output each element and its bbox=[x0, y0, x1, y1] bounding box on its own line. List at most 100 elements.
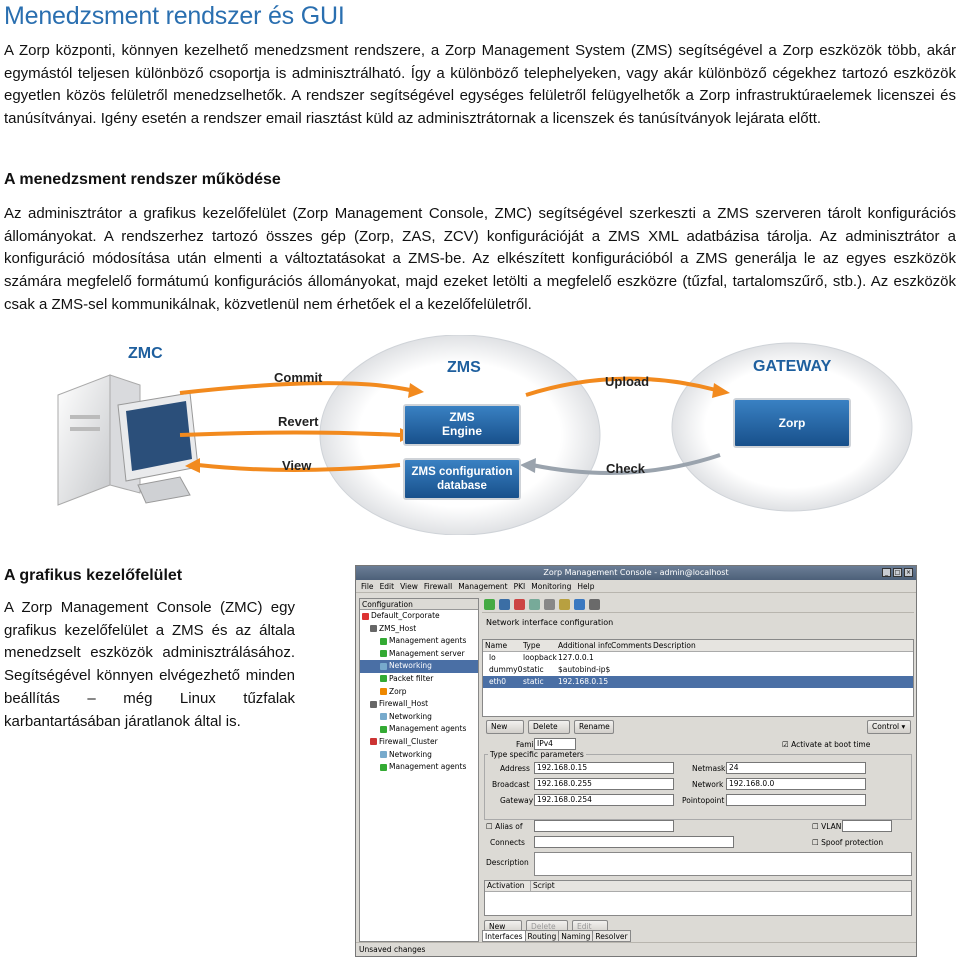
family-label: Family bbox=[516, 740, 541, 749]
interface-table: Name Type Additional info Comments Descr… bbox=[482, 639, 914, 717]
pointopoint-label: Pointopoint bbox=[682, 796, 725, 805]
activate-label[interactable]: ☑ Activate at boot time bbox=[782, 740, 871, 749]
tree-item-management-agents[interactable]: Management agents bbox=[360, 723, 478, 736]
connects-field[interactable] bbox=[534, 836, 734, 848]
menu-pki[interactable]: PKI bbox=[513, 582, 526, 591]
description-label: Description bbox=[486, 858, 529, 867]
menu-file[interactable]: File bbox=[361, 582, 374, 591]
network-icon bbox=[380, 713, 387, 721]
menu-help[interactable]: Help bbox=[577, 582, 595, 591]
col-comments[interactable]: Comments bbox=[611, 641, 652, 650]
zms-engine-line1: ZMS bbox=[449, 410, 474, 424]
tree-item-packet-filter[interactable]: Packet filter bbox=[360, 673, 478, 686]
zorp-label: Zorp bbox=[779, 416, 806, 430]
menu-view[interactable]: View bbox=[400, 582, 418, 591]
activation-table: Activation Script bbox=[484, 880, 912, 916]
window-title: Zorp Management Console - admin@localhos… bbox=[543, 568, 729, 577]
broadcast-field[interactable]: 192.168.0.255 bbox=[534, 778, 674, 790]
close-icon[interactable]: × bbox=[904, 568, 913, 577]
tab-interfaces[interactable]: Interfaces bbox=[482, 930, 526, 942]
menu-edit[interactable]: Edit bbox=[379, 582, 395, 591]
tab-routing[interactable]: Routing bbox=[524, 930, 560, 942]
tree-header: Configuration bbox=[360, 599, 478, 610]
key-icon[interactable] bbox=[559, 599, 570, 610]
commit-icon[interactable] bbox=[514, 599, 525, 610]
table-row-selected[interactable]: eth0 static 192.168.0.15 bbox=[483, 676, 913, 688]
alias-checkbox[interactable]: ☐ Alias of bbox=[486, 822, 523, 831]
view-label: View bbox=[282, 458, 312, 473]
upload-label: Upload bbox=[605, 374, 649, 389]
vlan-checkbox[interactable]: ☐ VLAN bbox=[812, 822, 842, 831]
netmask-label: Netmask bbox=[692, 764, 726, 773]
upload-icon[interactable] bbox=[529, 599, 540, 610]
vlan-field[interactable] bbox=[842, 820, 892, 832]
col-script[interactable]: Script bbox=[533, 881, 555, 890]
zms-database-line1: ZMS configuration bbox=[412, 466, 513, 478]
search-icon[interactable] bbox=[544, 599, 555, 610]
rename-button[interactable]: Rename bbox=[574, 720, 614, 734]
tree-item-zms-host[interactable]: ZMS_Host bbox=[360, 623, 478, 636]
menu-firewall[interactable]: Firewall bbox=[423, 582, 453, 591]
tree-item-management-server[interactable]: Management server bbox=[360, 648, 478, 661]
component-icon bbox=[380, 688, 387, 696]
table-row[interactable]: dummy0 static $autobind-ip$ bbox=[489, 665, 611, 674]
col-additional-info[interactable]: Additional info bbox=[558, 641, 611, 650]
bottom-tabs: Interfaces Routing Naming Resolver bbox=[482, 930, 631, 942]
address-field[interactable]: 192.168.0.15 bbox=[534, 762, 674, 774]
globe-icon[interactable] bbox=[574, 599, 585, 610]
menu-management[interactable]: Management bbox=[458, 582, 508, 591]
section-heading-gui: A grafikus kezelőfelület bbox=[4, 567, 183, 584]
zms-engine-box bbox=[403, 404, 521, 446]
col-name[interactable]: Name bbox=[485, 641, 508, 650]
description-field[interactable] bbox=[534, 852, 912, 876]
configuration-tree-panel: Configuration Default_Corporate ZMS_Host… bbox=[359, 598, 479, 942]
delete-button[interactable]: Delete bbox=[528, 720, 570, 734]
zorp-box bbox=[733, 398, 851, 448]
tree-item-management-agents[interactable]: Management agents bbox=[360, 635, 478, 648]
connects-label: Connects bbox=[490, 838, 525, 847]
zms-engine-line2: Engine bbox=[442, 424, 482, 438]
gateway-field[interactable]: 192.168.0.254 bbox=[534, 794, 674, 806]
zmc-window: Zorp Management Console - admin@localhos… bbox=[355, 565, 917, 957]
type-params-group bbox=[484, 754, 912, 820]
tree-item-networking[interactable]: Networking bbox=[360, 749, 478, 762]
tree-item-firewall-cluster[interactable]: Firewall_Cluster bbox=[360, 736, 478, 749]
component-icon bbox=[380, 675, 387, 683]
save-icon[interactable] bbox=[499, 599, 510, 610]
spoof-checkbox[interactable]: ☐ Spoof protection bbox=[812, 838, 884, 847]
tab-resolver[interactable]: Resolver bbox=[592, 930, 631, 942]
network-label: Network bbox=[692, 780, 724, 789]
table-row[interactable]: lo loopback 127.0.0.1 bbox=[489, 653, 594, 662]
home-icon[interactable] bbox=[484, 599, 495, 610]
new-button[interactable]: New bbox=[486, 720, 524, 734]
tree-item-management-agents[interactable]: Management agents bbox=[360, 761, 478, 774]
tab-naming[interactable]: Naming bbox=[558, 930, 594, 942]
menu-monitoring[interactable]: Monitoring bbox=[531, 582, 572, 591]
intro-paragraph: A Zorp központi, könnyen kezelhető mened… bbox=[4, 42, 956, 128]
operation-paragraph: Az adminisztrátor a grafikus kezelőfelül… bbox=[4, 205, 956, 313]
col-activation[interactable]: Activation bbox=[485, 881, 531, 891]
col-description[interactable]: Description bbox=[653, 641, 696, 650]
cluster-icon bbox=[370, 738, 377, 746]
gateway-label: GATEWAY bbox=[753, 358, 832, 375]
zms-label: ZMS bbox=[447, 359, 481, 376]
architecture-diagram: ZMC Commit Revert View Upload Check ZMS … bbox=[57, 335, 913, 535]
pointopoint-field[interactable] bbox=[726, 794, 866, 806]
minimize-icon[interactable]: _ bbox=[882, 568, 891, 577]
alias-field[interactable] bbox=[534, 820, 674, 832]
tree-item-default-corporate[interactable]: Default_Corporate bbox=[360, 610, 478, 623]
page-title: Menedzsment rendszer és GUI bbox=[4, 2, 345, 30]
control-dropdown[interactable]: Control ▾ bbox=[867, 720, 911, 734]
netmask-field[interactable]: 24 bbox=[726, 762, 866, 774]
check-label: Check bbox=[606, 461, 646, 476]
family-select[interactable]: IPv4 bbox=[534, 738, 576, 750]
network-field[interactable]: 192.168.0.0 bbox=[726, 778, 866, 790]
tree-item-zorp[interactable]: Zorp bbox=[360, 686, 478, 699]
gateway-label: Gateway bbox=[500, 796, 534, 805]
maximize-icon[interactable]: □ bbox=[893, 568, 902, 577]
tree-item-networking[interactable]: Networking bbox=[360, 711, 478, 724]
settings-icon[interactable] bbox=[589, 599, 600, 610]
col-type[interactable]: Type bbox=[523, 641, 541, 650]
tree-item-networking-selected[interactable]: Networking bbox=[360, 660, 478, 673]
tree-item-firewall-host[interactable]: Firewall_Host bbox=[360, 698, 478, 711]
